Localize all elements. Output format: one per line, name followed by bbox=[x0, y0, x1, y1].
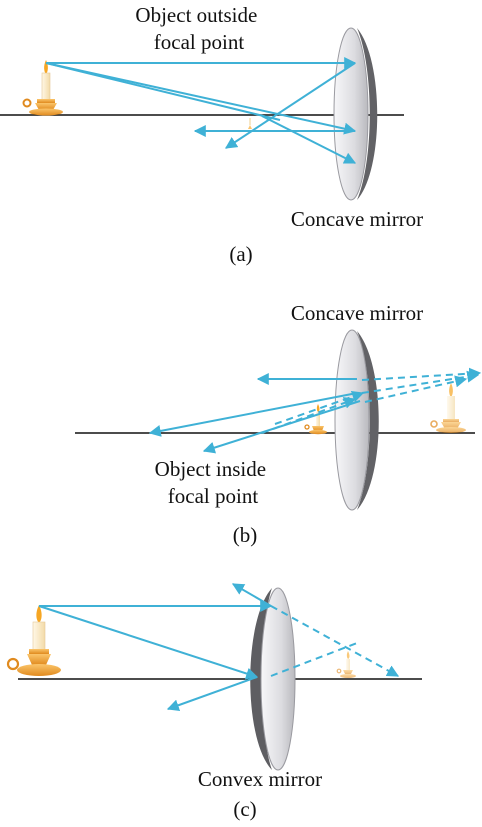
ray-a-focal-in bbox=[45, 62, 357, 135]
ray-c-axis-reflected bbox=[166, 676, 258, 711]
caption-a: (a) bbox=[229, 242, 252, 266]
ray-a-third-out bbox=[261, 115, 357, 164]
caption-c: (c) bbox=[233, 797, 256, 821]
virtual-image bbox=[430, 383, 466, 433]
ray-a-parallel-reflected bbox=[224, 62, 356, 149]
mirror-label-c: Convex mirror bbox=[198, 767, 322, 791]
object-label-b: Object inside focal point bbox=[155, 457, 272, 508]
ray-b-incoming-1 bbox=[261, 397, 357, 434]
candle-object bbox=[6, 605, 61, 676]
panel-c: Convex mirror (c) bbox=[6, 583, 422, 821]
ray-c-parallel-reflected bbox=[231, 583, 272, 607]
ray-b-extension-3 bbox=[364, 375, 468, 403]
ray-b-reflected-mid bbox=[148, 392, 358, 437]
ray-b-extension-2 bbox=[361, 370, 480, 394]
panel-b: Concave mirror Object inside focal point… bbox=[75, 301, 482, 547]
candle-object bbox=[22, 60, 63, 116]
object-label-a: Object outside focal point bbox=[135, 3, 262, 54]
ray-c-virtual-extension-1 bbox=[270, 605, 400, 677]
ray-c-virtual-extension-2 bbox=[270, 642, 358, 677]
ray-b-extension-1 bbox=[361, 367, 482, 381]
rays-b bbox=[148, 367, 482, 454]
ray-c-axis-in bbox=[38, 605, 259, 680]
rays-a bbox=[45, 57, 357, 164]
ray-b-reflected-low bbox=[202, 400, 361, 454]
convex-mirror bbox=[250, 587, 296, 771]
mirror-label-a: Concave mirror bbox=[291, 207, 423, 231]
concave-mirror bbox=[333, 27, 378, 201]
caption-b: (b) bbox=[233, 523, 258, 547]
panel-a: Object outside focal point Concave mirro… bbox=[0, 3, 423, 266]
virtual-image-small bbox=[336, 651, 356, 678]
candle-object bbox=[304, 404, 327, 435]
concave-mirror bbox=[334, 329, 379, 511]
ray-a-third-in bbox=[45, 62, 281, 121]
rays-c bbox=[38, 583, 400, 711]
real-image-small bbox=[248, 118, 252, 129]
ray-b-incoming-2 bbox=[274, 390, 365, 425]
mirror-label-b: Concave mirror bbox=[291, 301, 423, 325]
